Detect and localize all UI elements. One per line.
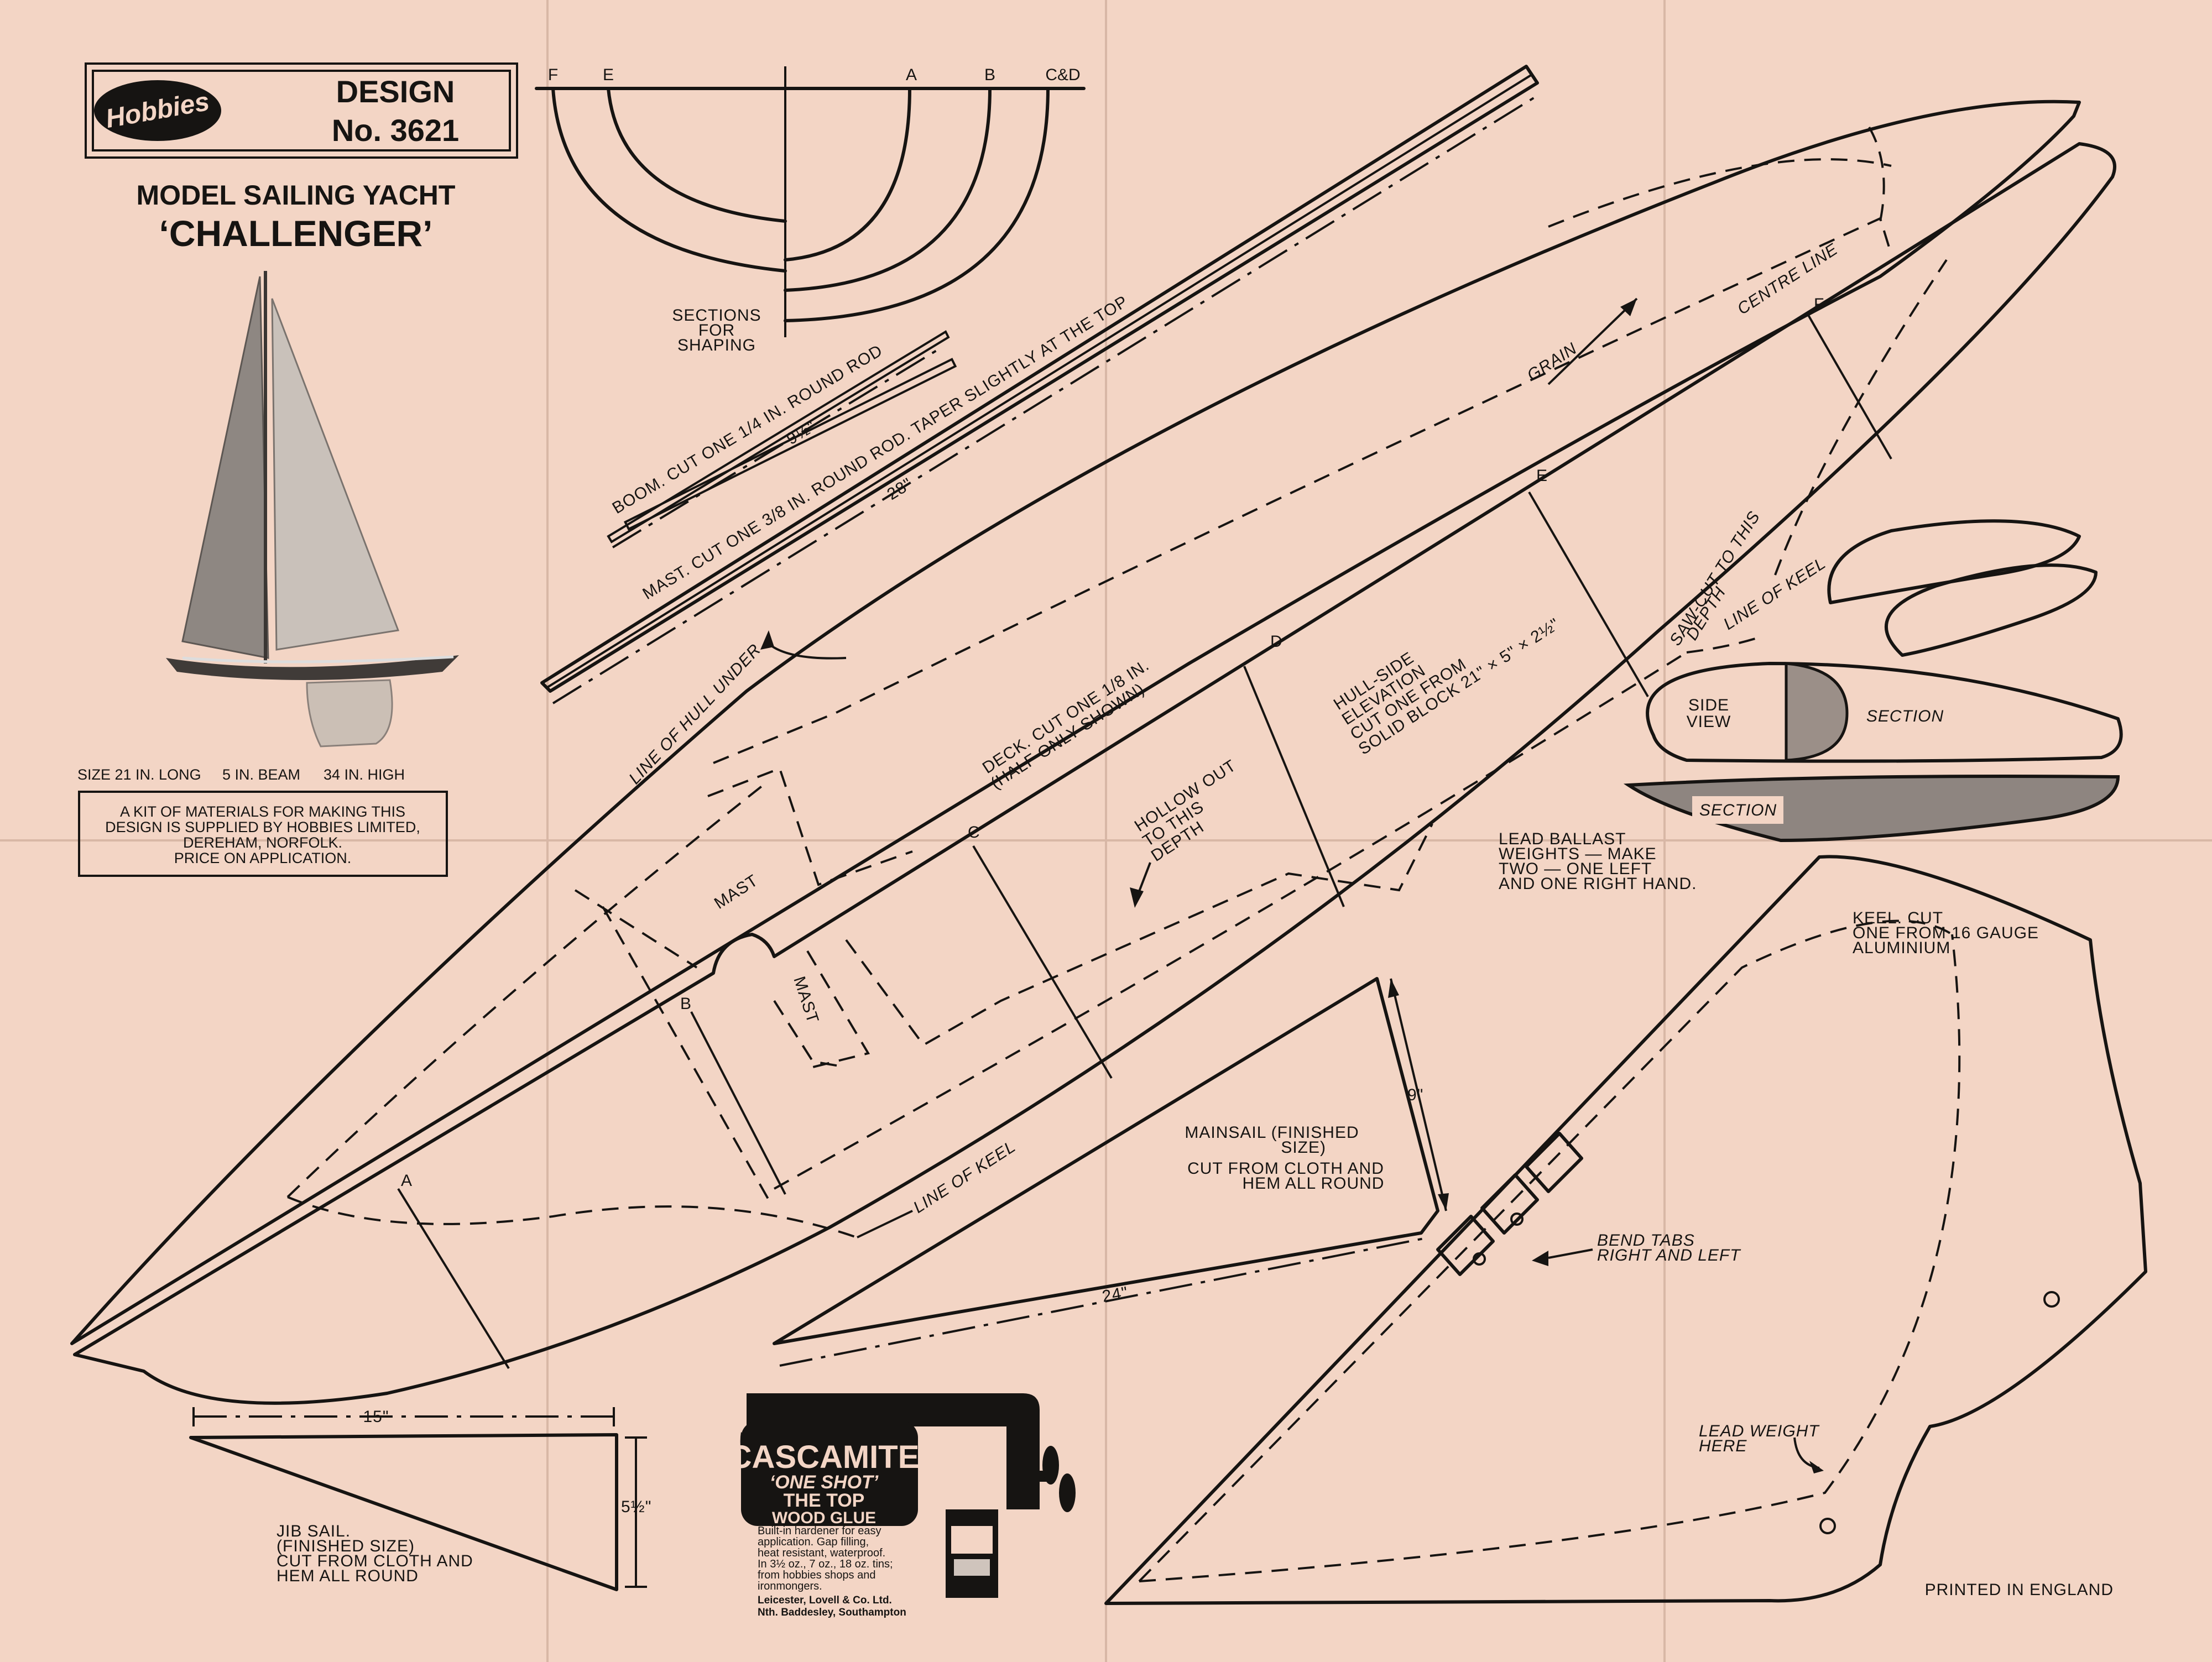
keel-hole-4-icon	[1819, 1518, 1836, 1534]
mast-slot-label: MAST	[790, 974, 822, 1026]
section-letter-f: F	[548, 66, 558, 84]
station-letter-a: A	[401, 1172, 412, 1190]
mast-dim: 28"	[884, 474, 915, 504]
jib-dim-top: 15"	[363, 1408, 389, 1426]
section-label-b: SECTION	[1699, 801, 1777, 819]
mainsail-line2: SIZE)	[1281, 1138, 1326, 1157]
kit-note-box	[78, 791, 448, 877]
mainsail-line3: CUT FROM CLOTH AND	[1187, 1159, 1384, 1178]
lead-weight-line1: LEAD WEIGHT	[1699, 1422, 1820, 1440]
station-letter-c: C	[968, 823, 980, 842]
hobbies-logo-icon	[94, 80, 221, 141]
keel-line1: KEEL. CUT	[1853, 909, 1943, 927]
kit-note: A KIT OF MATERIALS FOR MAKING THIS DESIG…	[78, 791, 448, 877]
keel-tabs	[1436, 1132, 1583, 1276]
ad-body2: application. Gap filling,	[758, 1536, 869, 1548]
ad-body4: In 3½ oz., 7 oz., 18 oz. tins;	[758, 1558, 893, 1570]
sections-label-2: FOR	[698, 321, 735, 339]
ballast-note-line4: AND ONE RIGHT HAND.	[1499, 875, 1697, 893]
section-letter-a: A	[906, 66, 917, 84]
line-of-keel-upper: LINE OF KEEL	[1720, 554, 1829, 634]
bend-tabs-line1: BEND TABS	[1597, 1231, 1695, 1250]
jib-dim-side: 5½"	[621, 1498, 651, 1516]
deck-line2: (HALF ONLY SHOWN)	[988, 680, 1148, 793]
sections-label-1: SECTIONS	[672, 306, 761, 325]
section-letter-cd: C&D	[1045, 66, 1080, 84]
design-number: No. 3621	[332, 113, 459, 148]
keel-line2: ONE FROM 16 GAUGE	[1853, 924, 2039, 942]
ad-tag1: ‘ONE SHOT’	[770, 1472, 879, 1493]
jib-line4: HEM ALL ROUND	[276, 1567, 419, 1585]
keel-part: KEEL. CUT ONE FROM 16 GAUGE ALUMINIUM BE…	[1104, 855, 2147, 1605]
spec-line: SIZE 21 IN. LONG 5 IN. BEAM 34 IN. HIGH	[77, 766, 405, 783]
ad-body1: Built-in hardener for easy	[758, 1525, 881, 1537]
deck-line1: DECK. CUT ONE 1/8 IN.	[979, 656, 1152, 777]
ad-tag3: WOOD GLUE	[772, 1509, 876, 1527]
side-view-line1: SIDE	[1688, 696, 1729, 714]
lead-weight-line2: HERE	[1699, 1437, 1747, 1455]
saw-cut-line1: SAW-CUT TO THIS	[1666, 508, 1764, 649]
boom-label: BOOM. CUT ONE 1/4 IN. ROUND ROD	[609, 341, 886, 518]
ad-body3: heat resistant, waterproof.	[758, 1547, 885, 1559]
side-view-line2: VIEW	[1687, 713, 1731, 731]
spec-beam: 5 IN. BEAM	[222, 766, 300, 783]
mainsail-line1: MAINSAIL (FINISHED	[1185, 1123, 1359, 1142]
section-letter-e: E	[603, 66, 614, 84]
kit-note-line3: DEREHAM, NORFOLK.	[183, 834, 342, 851]
mainsail-dim-base: 24"	[1100, 1283, 1129, 1306]
kit-note-line1: A KIT OF MATERIALS FOR MAKING THIS	[120, 803, 405, 820]
yacht-name: ‘CHALLENGER’	[159, 213, 433, 254]
yacht-photo	[166, 271, 459, 748]
bend-tabs-line2: RIGHT AND LEFT	[1597, 1246, 1741, 1264]
printed-in-england: PRINTED IN ENGLAND	[1925, 1581, 2114, 1599]
jib-line1: JIB SAIL.	[276, 1522, 351, 1540]
title-block: Hobbies DESIGN No. 3621 MODEL SAILING YA…	[85, 62, 518, 254]
jib-line2: (FINISHED SIZE)	[276, 1537, 415, 1555]
mast-hole-label: MAST	[711, 871, 761, 913]
ballast-note-line2: WEIGHTS — MAKE	[1499, 845, 1657, 863]
line-of-hull-under: LINE OF HULL UNDER	[625, 640, 765, 788]
kit-note-line2: DESIGN IS SUPPLIED BY HOBBIES LIMITED,	[105, 819, 420, 835]
mainsail: 9" 24" MAINSAIL (FINISHED SIZE) CUT FROM…	[773, 977, 1449, 1367]
cascamite-ad: CASCAMITE ‘ONE SHOT’ THE TOP WOOD GLUE B…	[729, 1393, 1076, 1618]
ad-body6: ironmongers.	[758, 1580, 822, 1592]
subtitle: MODEL SAILING YACHT	[137, 180, 456, 211]
section-label-a: SECTION	[1866, 707, 1944, 725]
jib-line3: CUT FROM CLOTH AND	[276, 1552, 473, 1570]
ballast-note-line3: TWO — ONE LEFT	[1499, 860, 1652, 878]
lead-ballast: SIDE VIEW SECTION SECTION LEAD BALLAST W…	[1499, 519, 2123, 893]
keel-hole-2-icon	[1510, 1212, 1524, 1226]
title-box-inner	[92, 70, 511, 151]
mainsail-line4: HEM ALL ROUND	[1243, 1174, 1385, 1193]
section-letter-b: B	[984, 66, 995, 84]
spec-size: SIZE 21 IN. LONG	[77, 766, 201, 783]
mainsail-dim-side: 9"	[1407, 1086, 1423, 1104]
kit-note-line4: PRICE ON APPLICATION.	[174, 850, 352, 866]
sections-for-shaping: F E A B C&D SECTIONS FOR SHAPING	[535, 66, 1086, 354]
section-letters: F E A B C&D	[548, 66, 1081, 84]
ad-tag2: THE TOP	[784, 1490, 865, 1511]
title-box	[85, 62, 518, 159]
design-label: DESIGN	[336, 74, 455, 109]
clamp-screw-icon	[1012, 1471, 1051, 1482]
ballast-note-line1: LEAD BALLAST	[1499, 830, 1626, 848]
spec-height: 34 IN. HIGH	[324, 766, 405, 783]
keel-line3: ALUMINIUM	[1853, 939, 1950, 957]
ad-company2: Nth. Baddesley, Southampton	[758, 1607, 906, 1618]
ad-body5: from hobbies shops and	[758, 1569, 875, 1581]
jib-sail: 15" 5½" JIB SAIL. (FINISHED SIZE) CUT FR…	[189, 1407, 651, 1591]
ad-brand: CASCAMITE	[729, 1439, 920, 1475]
keel-hole-1-icon	[1473, 1252, 1486, 1266]
keel-hole-3-icon	[2043, 1291, 2060, 1308]
ad-company1: Leicester, Lovell & Co. Ltd.	[758, 1595, 892, 1606]
station-letter-b: B	[680, 995, 691, 1013]
sections-label-3: SHAPING	[677, 336, 756, 354]
